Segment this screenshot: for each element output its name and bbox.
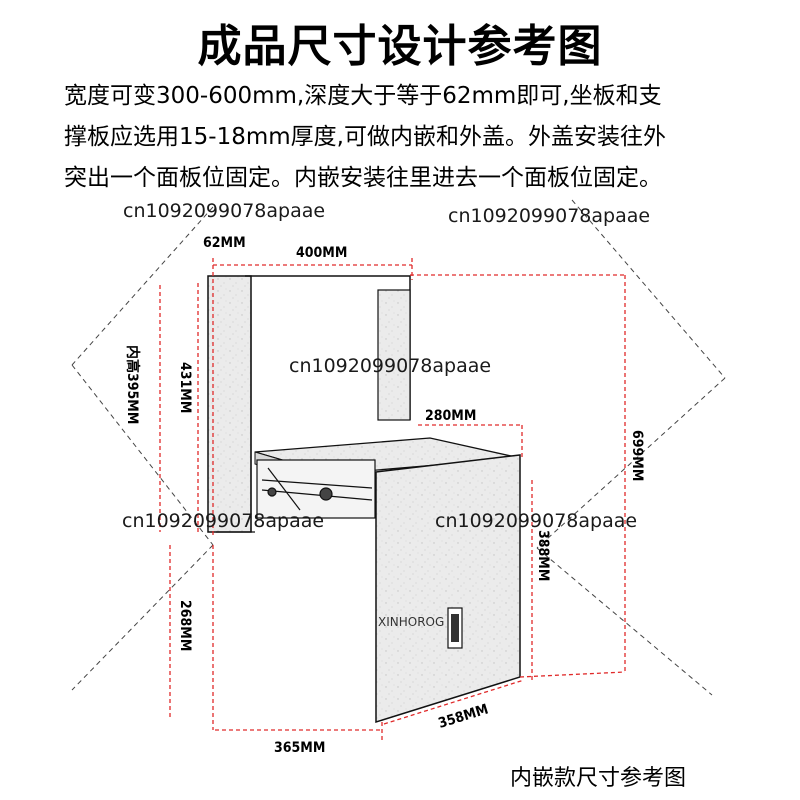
dim-height-268: 268MM	[177, 600, 193, 651]
dim-width-365: 365MM	[274, 740, 325, 756]
watermark-text: cn1092099078apaae	[123, 200, 326, 222]
dim-inner-height-395: 内高395MM	[124, 345, 141, 424]
dim-seat-280: 280MM	[425, 408, 476, 424]
description-line-3: 突出一个面板位固定。内嵌安装往里进去一个面板位固定。	[64, 165, 662, 191]
brand-mark: XINHOROG	[378, 615, 444, 629]
dim-width-358: 358MM	[436, 702, 490, 732]
watermark-text: cn1092099078apaae	[122, 510, 325, 532]
dim-height-388: 388MM	[535, 530, 551, 581]
wall-box	[207, 275, 411, 533]
watermark-text: cn1092099078apaae	[289, 355, 492, 377]
hinge-mechanism	[256, 459, 376, 519]
dimension-lines	[159, 258, 626, 740]
watermark-text: cn1092099078apaae	[448, 205, 651, 227]
guide-lines	[71, 199, 726, 696]
dim-depth-62: 62MM	[203, 235, 246, 251]
page-title: 成品尺寸设计参考图	[197, 21, 603, 72]
dim-height-699: 699MM	[629, 430, 645, 481]
description-line-1: 宽度可变300-600mm,深度大于等于62mm即可,坐板和支	[64, 83, 662, 109]
watermark-text: cn1092099078apaae	[435, 510, 638, 532]
support-panel: XINHOROG	[375, 454, 521, 724]
diagram-caption: 内嵌款尺寸参考图	[510, 766, 687, 791]
description-line-2: 撑板应选用15-18mm厚度,可做内嵌和外盖。外盖安装往外	[64, 124, 666, 150]
dim-height-431: 431MM	[177, 362, 193, 413]
dim-width-400: 400MM	[296, 245, 347, 261]
